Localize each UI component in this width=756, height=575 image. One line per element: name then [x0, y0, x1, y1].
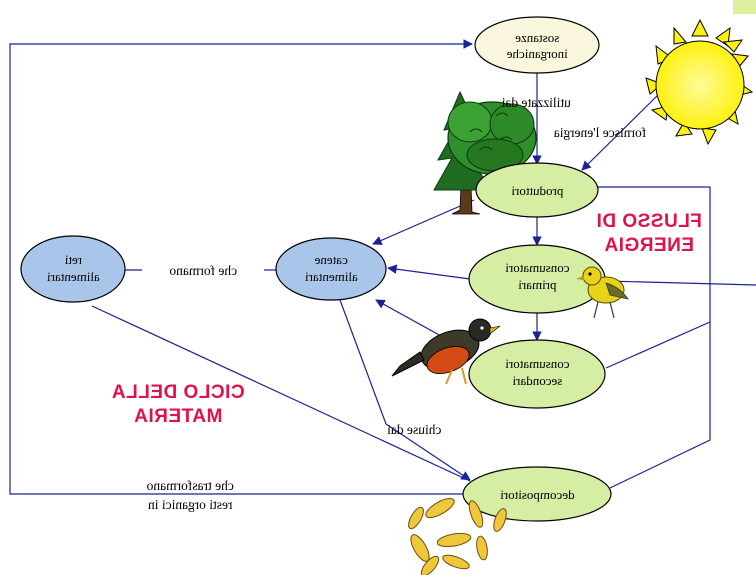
node-produttori-label: produttori	[511, 183, 563, 198]
edge-produttori-catene	[372, 199, 475, 245]
node-consumatori-primari: consumatori primari	[468, 244, 606, 314]
node-catene-line2: alimentari	[305, 269, 358, 284]
ciclo-della-materia-line2: MATERIA	[134, 406, 223, 427]
label-utilizzate-dai: utilizzate dai	[501, 95, 571, 110]
robin-icon	[391, 318, 501, 385]
label-che-formano: che formano	[169, 263, 237, 278]
edge-primari-right	[605, 280, 756, 286]
edge-secondari-right	[605, 321, 711, 369]
connector-lines	[9, 39, 756, 495]
edge-reti-decompositori	[91, 305, 471, 482]
node-catene-line1: catene	[314, 252, 347, 267]
yellow-bird-icon	[576, 266, 629, 319]
node-sostanze-inorganiche: sostanze inorganiche	[474, 16, 600, 74]
edge-decompositori-sostanze	[9, 39, 473, 495]
label-fornisce-energia: fornisce l'energia	[554, 125, 647, 140]
node-secondari-line2: secondari	[512, 373, 562, 388]
node-produttori: produttori	[475, 162, 599, 218]
corner-tab	[733, 0, 756, 14]
ciclo-della-materia-line1: CICLO DELLA	[111, 382, 244, 403]
label-chiuse-dai: chiuse dai	[387, 422, 442, 437]
node-secondari-line1: consumatori	[505, 356, 570, 371]
edge-produttori-decompositori	[597, 186, 711, 489]
node-primari-line2: primari	[518, 277, 557, 292]
sun-icon	[645, 18, 754, 146]
edge-catene-decompositori	[339, 299, 471, 481]
node-sostanze-line2: inorganiche	[506, 46, 567, 61]
node-reti-alimentari: reti alimentari	[20, 235, 126, 303]
flusso-di-energia-line2: ENERGIA	[604, 235, 694, 256]
node-reti-line1: reti	[64, 252, 82, 267]
flusso-di-energia-line1: FLUSSO DI	[596, 211, 702, 232]
node-sostanze-line1: sostanze	[515, 30, 559, 45]
tree-icon	[433, 90, 537, 215]
node-reti-line2: alimentari	[47, 269, 100, 284]
node-decompositori-label: decompositori	[500, 487, 575, 502]
label-che-trasformano-line1: che trasformano	[146, 478, 234, 493]
leaves-icon	[408, 497, 507, 575]
label-che-trasformano-line2: resti organici in	[148, 497, 233, 512]
edge-primari-catene	[387, 264, 471, 280]
node-catene-alimentari: catene alimentari	[275, 237, 387, 301]
node-consumatori-secondari: consumatori secondari	[468, 339, 606, 409]
node-primari-line1: consumatori	[505, 260, 570, 275]
edge-sun-produttori	[581, 92, 661, 171]
node-decompositori: decompositori	[462, 466, 612, 522]
